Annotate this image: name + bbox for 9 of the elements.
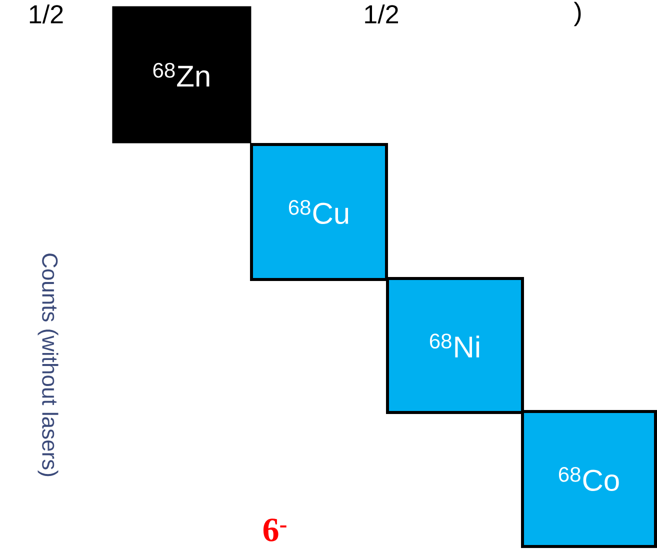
nuclide-box: $^{68}$Cu (250, 143, 388, 281)
axis-title: Counts (without lasers) (38, 254, 58, 476)
fraction-text: 1/2 (365, 4, 398, 24)
fraction-text: 1/2 (30, 4, 63, 24)
nuclide-box: $^{68}$Co (521, 410, 657, 548)
nuclide-box: $^{68}$Ni (386, 277, 524, 414)
nuclide-box: $^{68}$Zn (112, 6, 252, 144)
charge-label: 6$^{-}$ (263, 518, 286, 542)
parenthesis-text: ) (574, 2, 581, 26)
